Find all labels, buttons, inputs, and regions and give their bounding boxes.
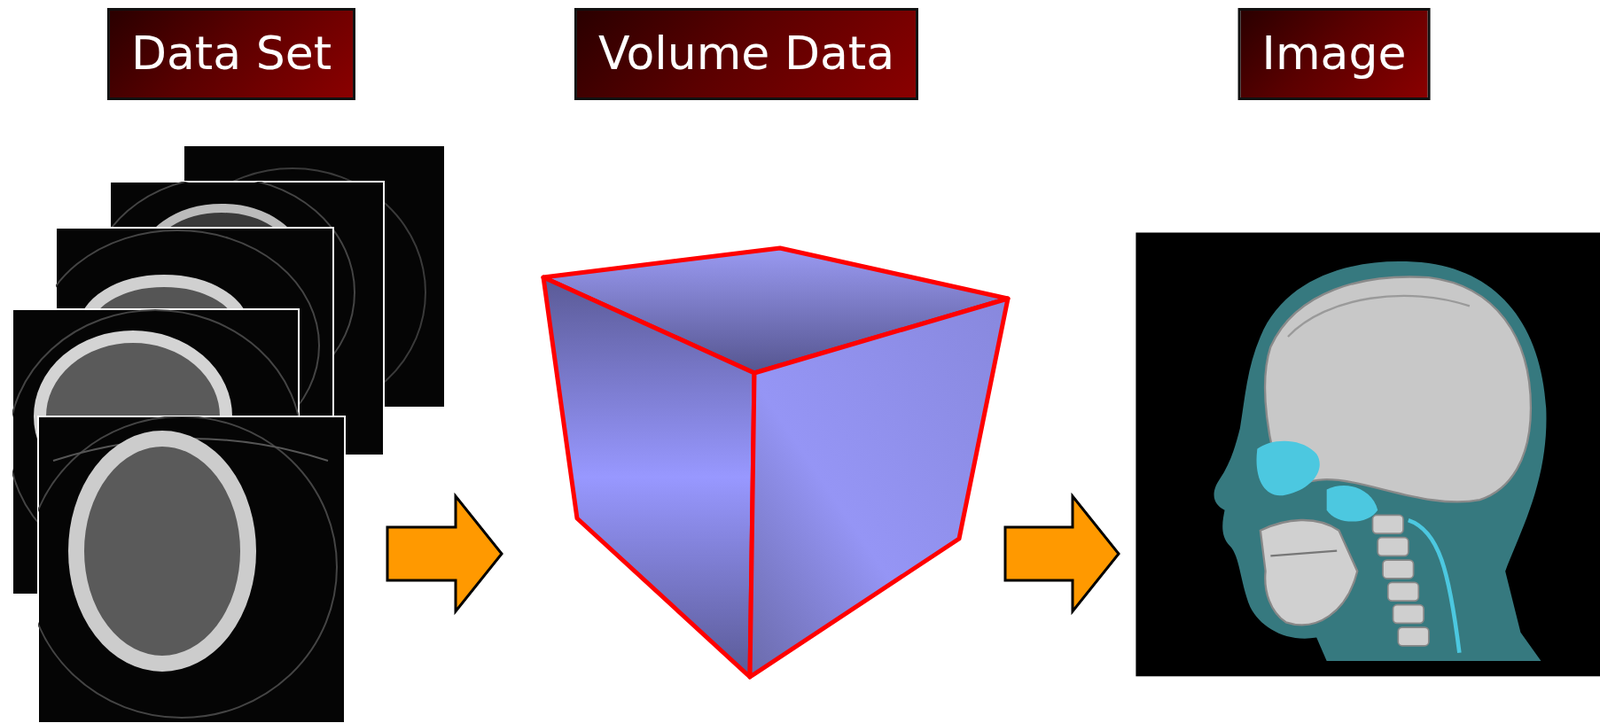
slice-stack — [8, 146, 445, 723]
stage-heading: Data Set — [107, 7, 356, 101]
stage-heading: Image — [1238, 7, 1431, 101]
block-arrow — [387, 496, 502, 612]
stage-heading: Volume Data — [574, 7, 919, 101]
volume-cube — [543, 248, 1008, 678]
block-arrow — [1005, 496, 1119, 612]
stage-column: Data Set — [0, 0, 388, 723]
rendered-head — [1135, 232, 1600, 677]
stage-column: Image — [1118, 0, 1600, 723]
stage-column: Volume Data — [501, 0, 1006, 723]
